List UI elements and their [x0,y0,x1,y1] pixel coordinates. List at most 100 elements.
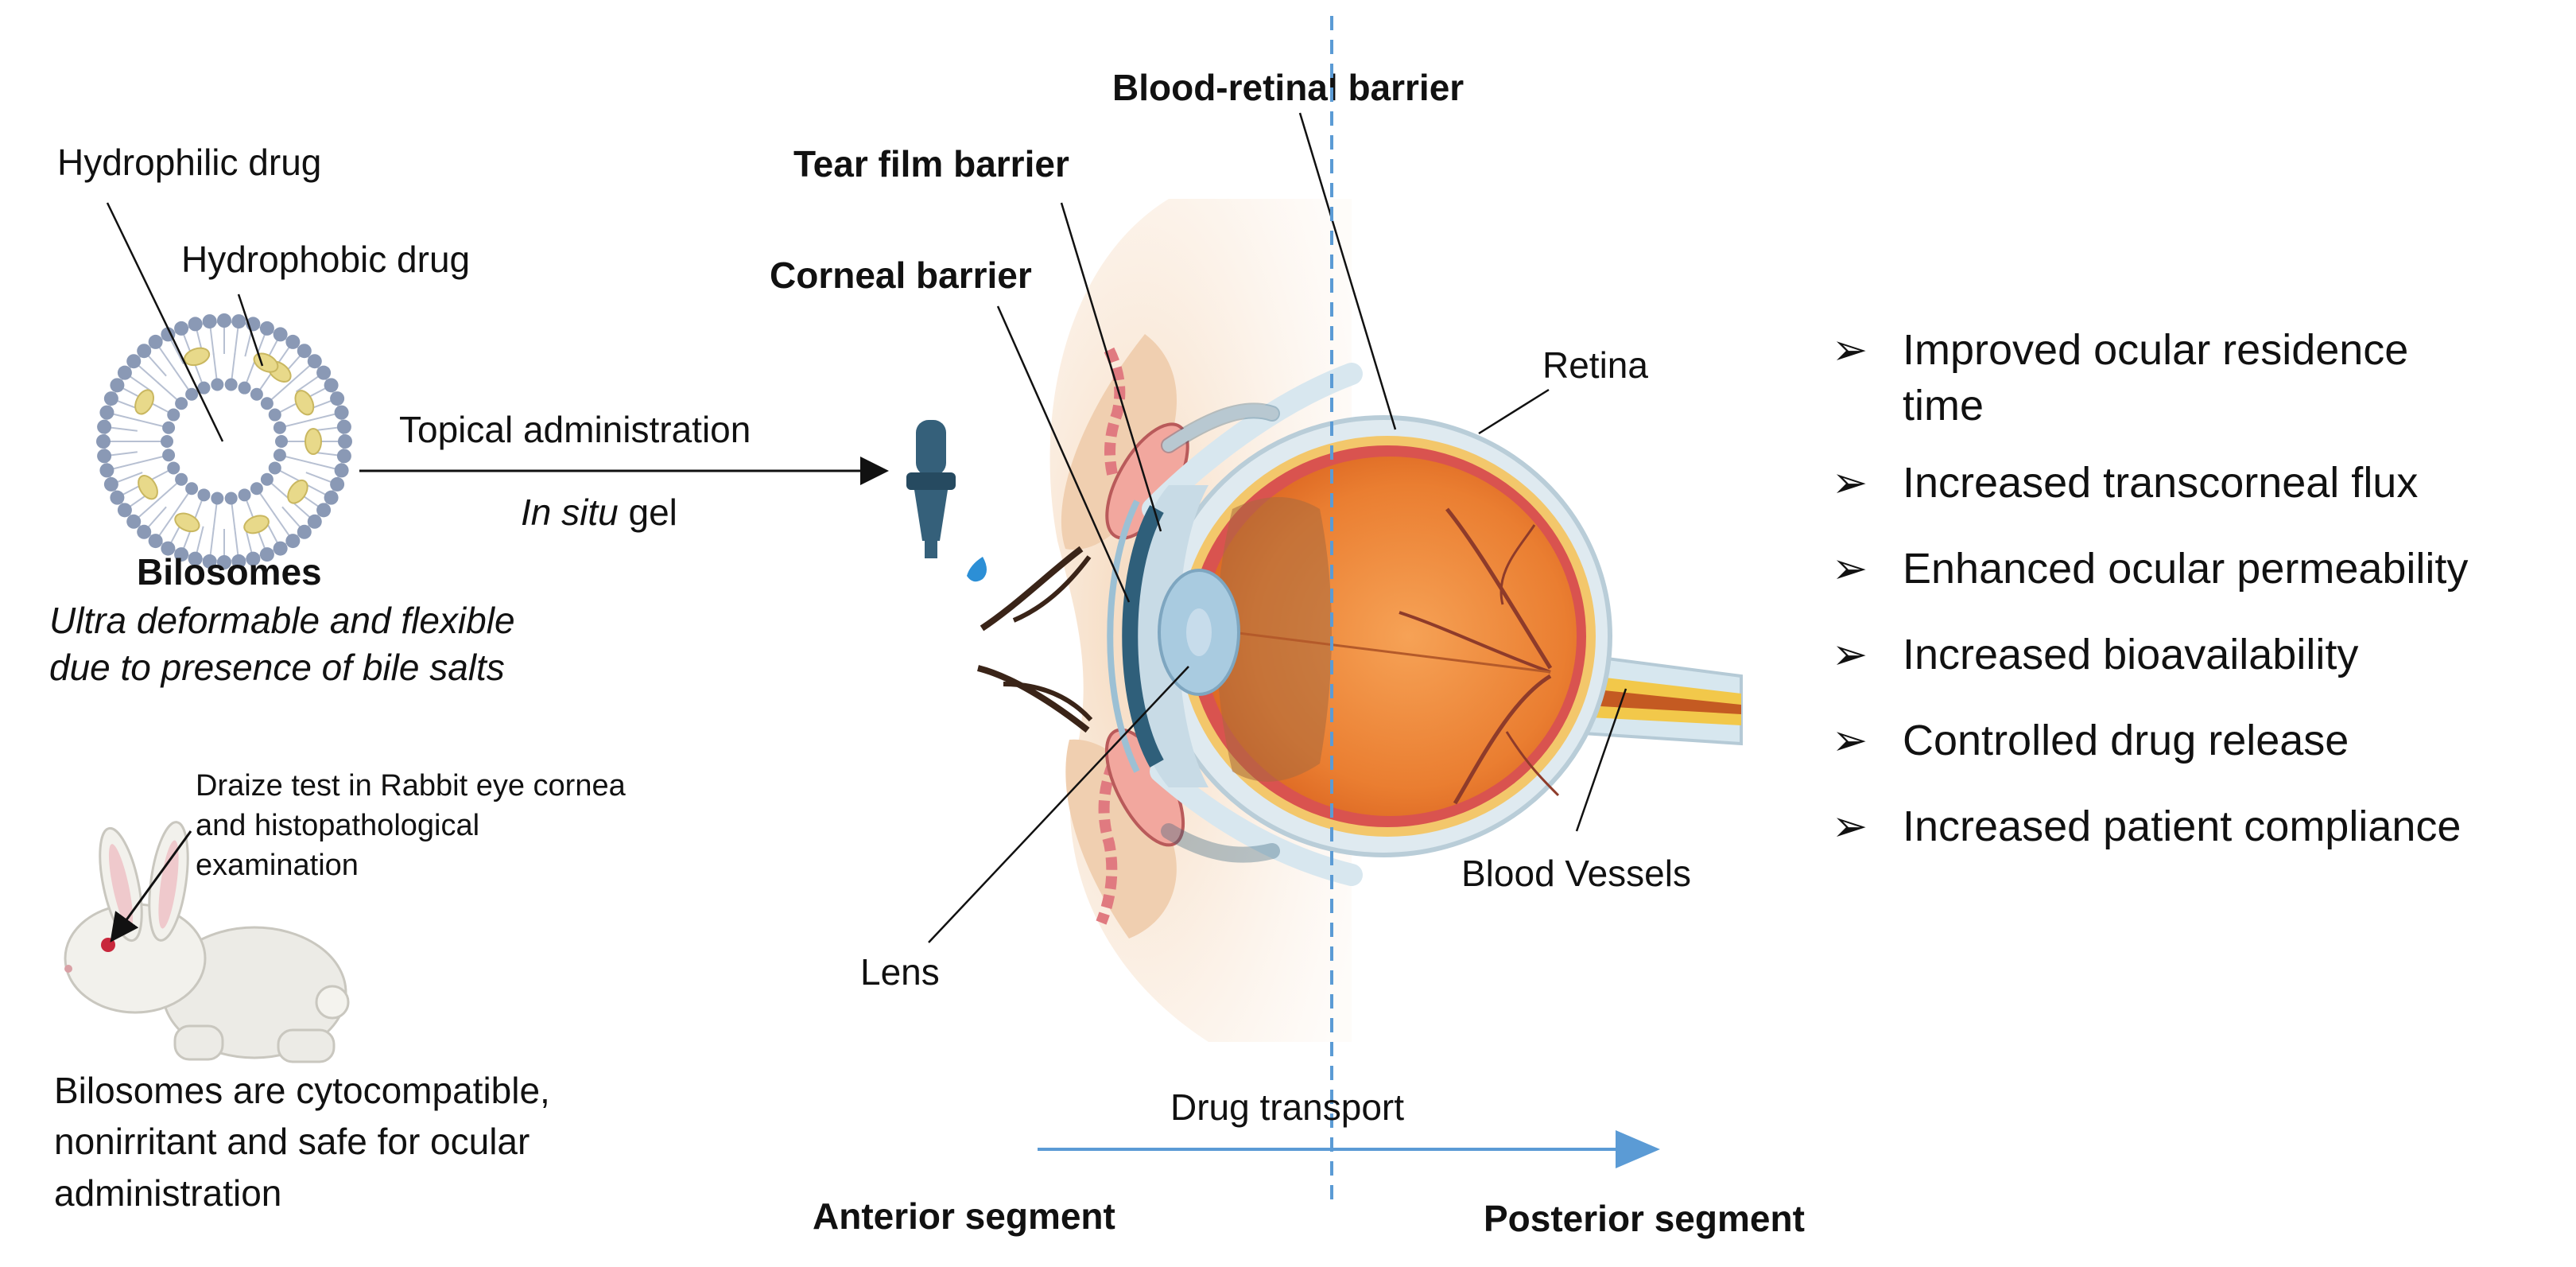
safety-line1: Bilosomes are cytocompatible, [54,1070,550,1111]
hydrophobic-drug-label: Hydrophobic drug [181,239,470,280]
lipid-head [197,488,211,502]
lipid-head [175,472,188,486]
benefit-item-4: Increased bioavailability [1903,631,2358,678]
lipid-head [211,492,224,505]
lipid-head [285,534,301,549]
safety-line2: nonirritant and safe for ocular [54,1121,530,1162]
lipid-head [246,551,261,566]
rabbit-note-line3: examination [196,849,359,882]
lipid-head [324,378,339,393]
lipid-head [126,514,142,529]
lipid-head [148,334,163,349]
lipid-head [167,461,180,475]
lipid-head [197,381,211,394]
lipid-head [185,482,199,496]
route-label: Topical administration [399,409,751,450]
lipid-head [231,314,246,329]
lipid-head [185,387,199,401]
lipid-head [336,449,351,464]
lipid-head [250,387,263,401]
hydrophobic-drug-particle [287,479,308,504]
blood-retinal-barrier-label: Blood-retinal barrier [1112,67,1464,108]
lipid-head [334,463,349,478]
eyeball [1107,402,1612,863]
lipid-head [97,449,112,464]
hydrophilic-drug-label: Hydrophilic drug [57,142,321,183]
lipid-head [338,434,352,449]
blood-vessels-label: Blood Vessels [1461,853,1691,894]
benefit-item-3: Enhanced ocular permeability [1903,545,2468,593]
lipid-head [202,314,217,329]
lipid-head [316,503,332,518]
lipid-head [202,554,217,569]
lipid-head [336,419,351,434]
retina-label: Retina [1542,344,1648,386]
rabbit-eye-arrow [110,830,192,942]
lipid-head [275,435,288,448]
lipid-head [260,397,274,410]
hydrophobic-drug-particle [184,347,211,367]
lipid-head [110,490,125,505]
formulation-label: In situ gel [521,492,677,533]
hydrophobic-drug-particle [174,512,200,533]
tear-film-barrier-label: Tear film barrier [793,143,1069,185]
blood-vessels-leader [1575,688,1627,832]
bilosome-desc-line2: due to presence of bile salts [49,647,505,688]
rabbit-note-line1: Draize test in Rabbit eye cornea [196,769,627,803]
lipid-head [334,405,349,420]
lipid-head [273,449,286,462]
lipid-head [137,344,152,359]
lipid-head [297,524,312,539]
lipid-head [238,381,251,394]
bullet-marker: ➢ [1832,717,1868,764]
bullet-marker: ➢ [1832,631,1868,678]
rabbit-eye [101,938,115,952]
lipid-head [307,514,322,529]
lipid-head [211,378,224,391]
lipid-head [307,354,322,369]
lipid-head [161,435,173,448]
lipid-head [162,421,176,434]
hydrophobic-drug-particles [134,347,322,534]
lipid-head [99,405,114,420]
benefit-item-1-line1: Improved ocular residence [1903,326,2408,374]
lipid-head [259,547,274,562]
lipid-head [260,472,274,486]
lipid-head [148,534,163,549]
bilosome-illustration [96,313,352,569]
posterior-segment-label: Posterior segment [1484,1198,1805,1239]
bullet-marker: ➢ [1832,545,1868,593]
lipid-head [188,317,203,332]
safety-line3: administration [54,1172,281,1214]
lipid-head [224,492,238,505]
lipid-head [330,391,345,406]
hydrophilic-leader-line [106,202,224,442]
lipid-head [224,378,238,391]
bilosome-title: Bilosomes [137,551,322,593]
benefit-item-5: Controlled drug release [1903,717,2349,764]
lipid-head [175,397,188,410]
lipid-head [103,476,118,492]
lipid-head [188,551,203,566]
hydrophobic-drug-particle [294,390,315,416]
lipid-head [174,321,189,336]
lipid-head [117,365,132,380]
lipid-head [250,482,263,496]
lipid-head [96,434,111,449]
lipid-head [259,321,274,336]
hydrophobic-drug-particle [138,475,158,500]
lipid-head [217,555,231,569]
lipid-head [137,524,152,539]
bilosome-desc-line1: Ultra deformable and flexible [49,600,515,641]
lipid-head [324,490,339,505]
bullet-marker: ➢ [1832,803,1868,850]
lipid-head [161,541,176,556]
lipid-head [126,354,142,369]
rabbit-note-line2: and histopathological [196,809,479,842]
lipid-head [330,476,345,492]
hydrophobic-leader-line [237,293,264,367]
lipid-head [238,488,251,502]
lipid-head [297,344,312,359]
benefits-list: ➢ Improved ocular residence time ➢ Incre… [1832,326,2468,850]
hydrophobic-drug-particle [134,389,154,415]
